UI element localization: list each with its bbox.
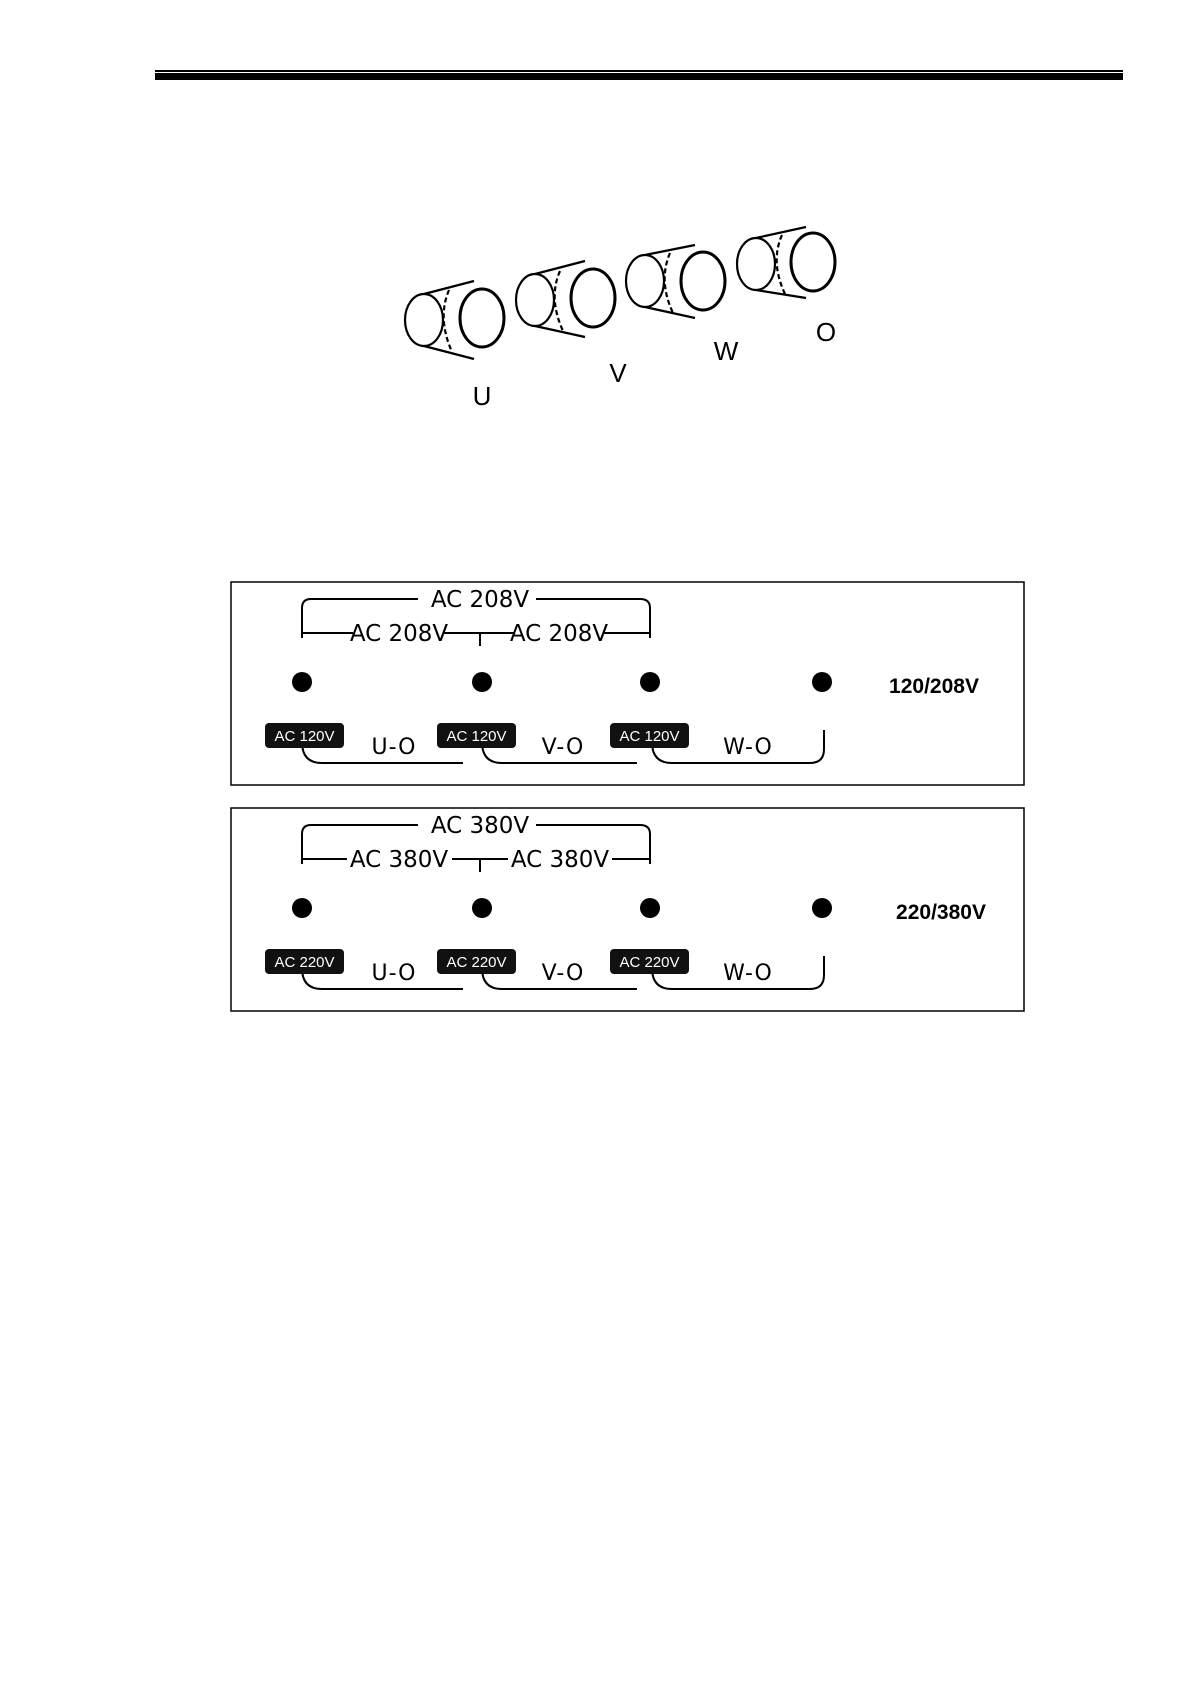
phase-voltage-badge-w — [610, 723, 689, 748]
pair-span-bracket — [302, 858, 650, 872]
phase-voltage-badge-w — [610, 949, 689, 974]
phase-voltage-label-v: AC 220V — [446, 954, 506, 971]
terminal-dot-v — [472, 898, 492, 918]
terminal-posts — [403, 225, 837, 361]
terminal-label-u: U — [473, 381, 492, 411]
terminal-dot-o — [812, 672, 832, 692]
terminal-dot-v — [472, 672, 492, 692]
terminal-dot-w — [640, 672, 660, 692]
terminal-post-w — [624, 243, 727, 320]
top-span-label: AC 380V — [431, 813, 530, 839]
phase-voltage-label-w: AC 120V — [619, 728, 679, 745]
phase-voltage-label-w: AC 220V — [619, 954, 679, 971]
terminal-label-w: W — [714, 336, 739, 366]
pair-span-bracket — [302, 632, 650, 646]
terminal-post-u — [403, 279, 506, 361]
phase-voltage-badge-u — [265, 723, 344, 748]
phase-voltage-label-v: AC 120V — [446, 728, 506, 745]
voltage-setting-label: 220/380V — [896, 901, 986, 924]
phase-label-u-o: U-O — [372, 735, 417, 760]
terminal-dot-w — [640, 898, 660, 918]
terminal-dot-o — [812, 898, 832, 918]
terminal-label-o: O — [816, 317, 836, 347]
pair-span-label-vw: AC 208V — [510, 621, 609, 647]
top-span-bracket — [301, 824, 651, 864]
header-rule-thin — [155, 70, 1123, 72]
terminal-post-o — [735, 225, 837, 300]
phase-label-w-o: W-O — [723, 735, 773, 760]
panel-border — [230, 807, 1025, 1012]
phase-voltage-badge-v — [437, 949, 516, 974]
header-rule-thick — [155, 73, 1123, 80]
phase-voltage-label-u: AC 120V — [274, 728, 334, 745]
phase-voltage-badge-u — [265, 949, 344, 974]
terminal-dot-u — [292, 672, 312, 692]
phase-voltage-badge-v — [437, 723, 516, 748]
terminal-label-v: V — [609, 358, 627, 388]
terminal-post-v — [514, 259, 617, 339]
panel-border — [230, 581, 1025, 786]
pair-span-label-uv: AC 208V — [350, 621, 449, 647]
top-span-bracket — [301, 598, 651, 638]
phase-label-u-o: U-O — [372, 961, 417, 986]
phase-label-w-o: W-O — [723, 961, 773, 986]
phase-voltage-label-u: AC 220V — [274, 954, 334, 971]
phase-label-v-o: V-O — [542, 735, 585, 760]
voltage-setting-label: 120/208V — [889, 675, 979, 698]
top-span-label: AC 208V — [431, 587, 530, 613]
voltage-panel-120-208: AC 208V AC 208V AC 208V 120/208V AC 120V… — [230, 581, 1025, 786]
terminal-dot-u — [292, 898, 312, 918]
voltage-panel-220-380: AC 380V AC 380V AC 380V 220/380V AC 220V… — [230, 807, 1025, 1012]
pair-span-label-uv: AC 380V — [350, 847, 449, 873]
phase-label-v-o: V-O — [542, 961, 585, 986]
pair-span-label-vw: AC 380V — [511, 847, 610, 873]
